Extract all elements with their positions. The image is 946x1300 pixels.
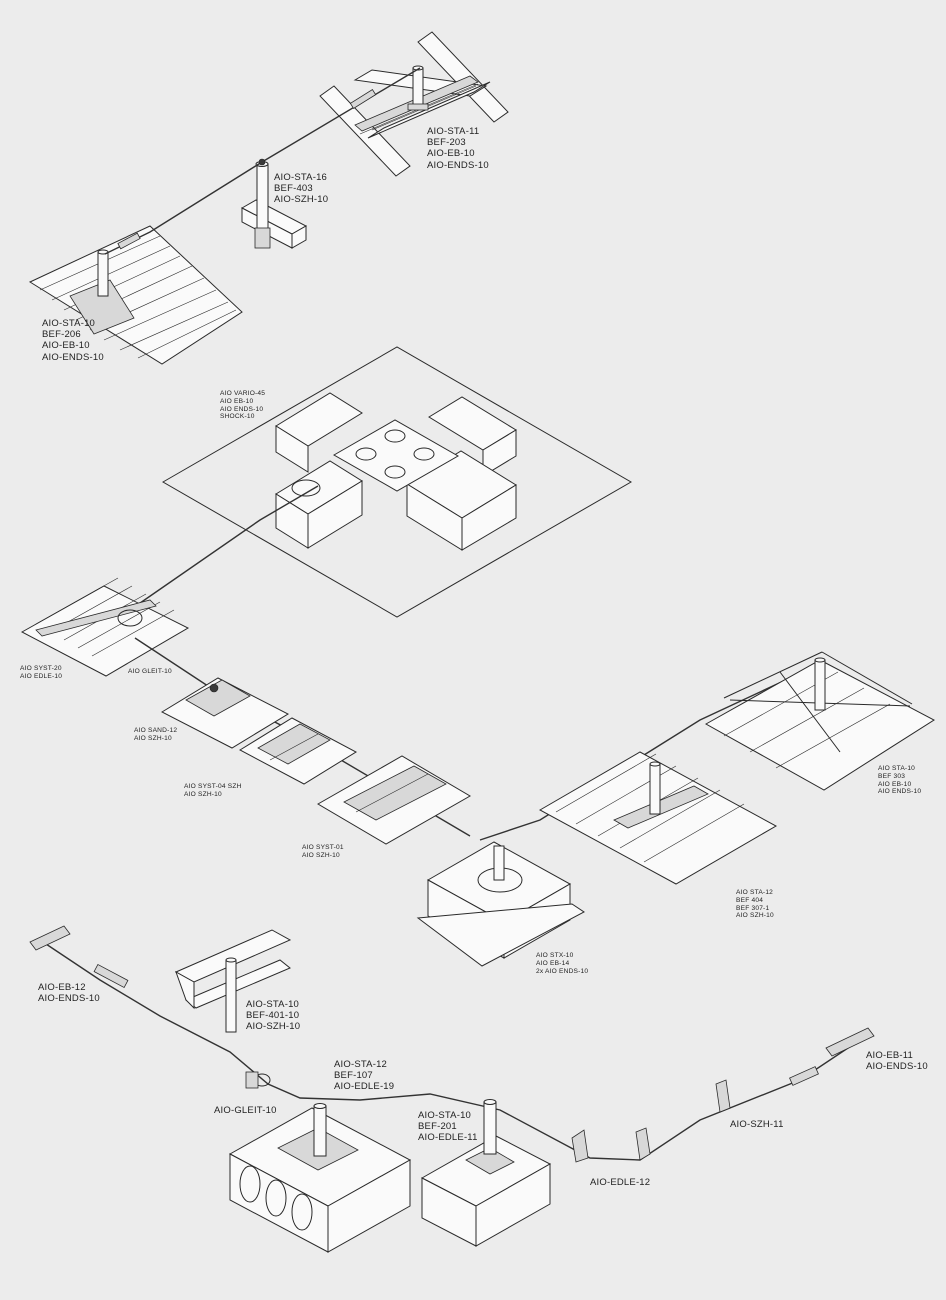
post-sta11 — [407, 65, 429, 111]
stx-block — [416, 841, 585, 967]
concrete-block-left — [228, 1103, 412, 1253]
label-szh11: AIO-SZH-11 — [730, 1119, 784, 1130]
roof-syst01 — [317, 755, 471, 845]
end-anchor-right — [789, 1027, 875, 1086]
top-lifeline-group — [28, 31, 509, 365]
label-gleit-small: AIO GLEIT-10 — [128, 668, 172, 675]
gleit-slider — [245, 1071, 271, 1089]
cable-fittings-top — [117, 89, 377, 250]
timber-beam-right — [319, 31, 509, 177]
roof-sand12 — [160, 677, 290, 749]
bottom-lifeline-group — [29, 925, 875, 1253]
frame-sta10 — [704, 651, 935, 791]
roof-syst04 — [238, 717, 358, 785]
tile-roof-left — [28, 225, 243, 365]
steel-beam — [174, 929, 292, 1033]
post-sta16 — [240, 161, 308, 249]
end-anchor-left — [29, 925, 129, 989]
label-edle12: AIO-EDLE-12 — [590, 1177, 651, 1188]
roof-sta12 — [538, 751, 778, 885]
label-gleit-large: AIO-GLEIT-10 — [214, 1105, 277, 1116]
concrete-block-right — [420, 1099, 552, 1247]
vario-platform-group — [161, 346, 633, 618]
trapezoid-roof-syst20 — [20, 577, 190, 677]
szh-brackets — [571, 1079, 731, 1163]
